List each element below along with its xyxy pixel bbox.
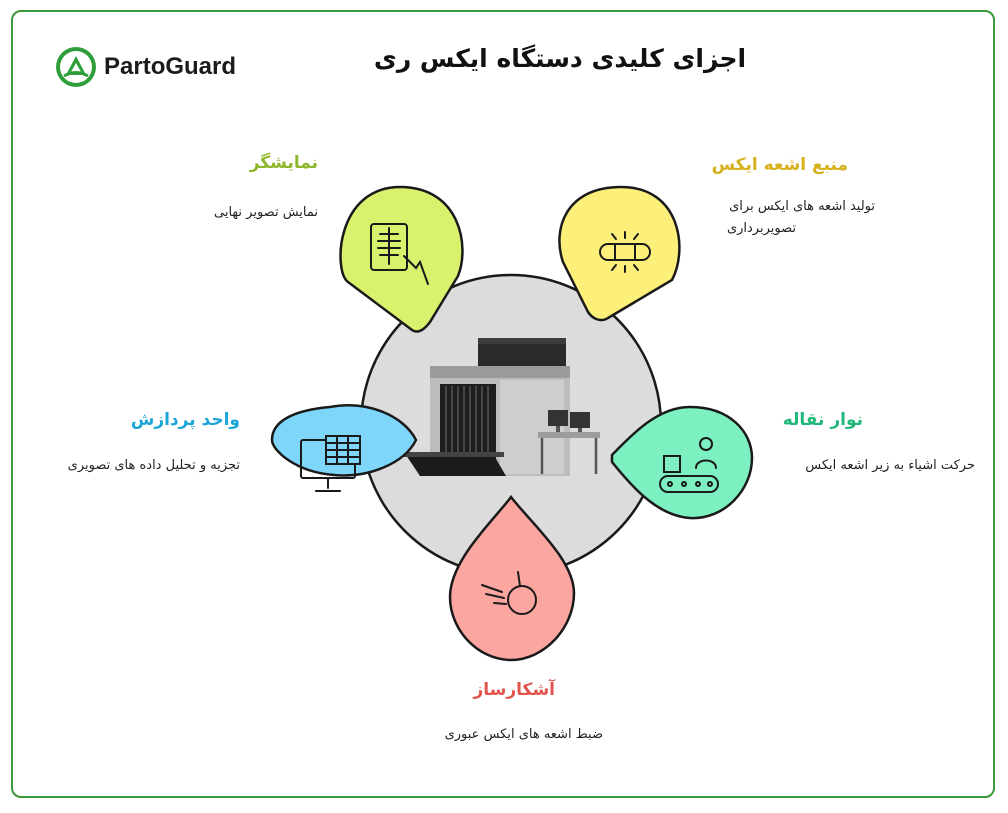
display-description: نمایش تصویر نهایی <box>214 205 318 220</box>
xray-hand-display-icon <box>370 223 429 285</box>
computer-monitor-icon <box>300 435 361 492</box>
partoguard-logo[interactable]: PartoGuard <box>54 45 244 89</box>
conveyor-title: نوار نقاله <box>782 410 863 430</box>
detector-title: آشکارساز <box>473 680 556 700</box>
source-description-line2: تصویربرداری <box>726 221 796 236</box>
source-description-line1: تولید اشعه های ایکس برای <box>729 199 875 214</box>
processing-component <box>270 404 418 492</box>
display-title: نمایشگر <box>249 153 318 173</box>
source-title: منبع اشعه ایکس <box>711 155 848 175</box>
detector-description: ضبط اشعه های ایکس عبوری <box>444 727 603 742</box>
processing-title: واحد پردازش <box>130 410 240 430</box>
detector-sensor-icon <box>481 571 537 615</box>
detector-component <box>448 494 576 662</box>
xray-machine-image <box>404 338 600 476</box>
page-title: اجزای کلیدی دستگاه ایکس ری <box>373 44 747 73</box>
conveyor-component <box>610 405 754 520</box>
xray-source-component <box>558 185 681 322</box>
xray-tube-icon <box>599 231 651 273</box>
partoguard-logo-icon <box>56 47 96 87</box>
conveyor-description: حرکت اشیاء به زیر اشعه ایکس <box>805 458 975 473</box>
conveyor-belt-icon <box>659 437 719 493</box>
brand-name: PartoGuard <box>104 53 237 80</box>
display-component <box>339 185 464 333</box>
processing-description: تجزیه و تحلیل داده های تصویری <box>67 458 240 473</box>
outer-frame <box>11 10 995 798</box>
